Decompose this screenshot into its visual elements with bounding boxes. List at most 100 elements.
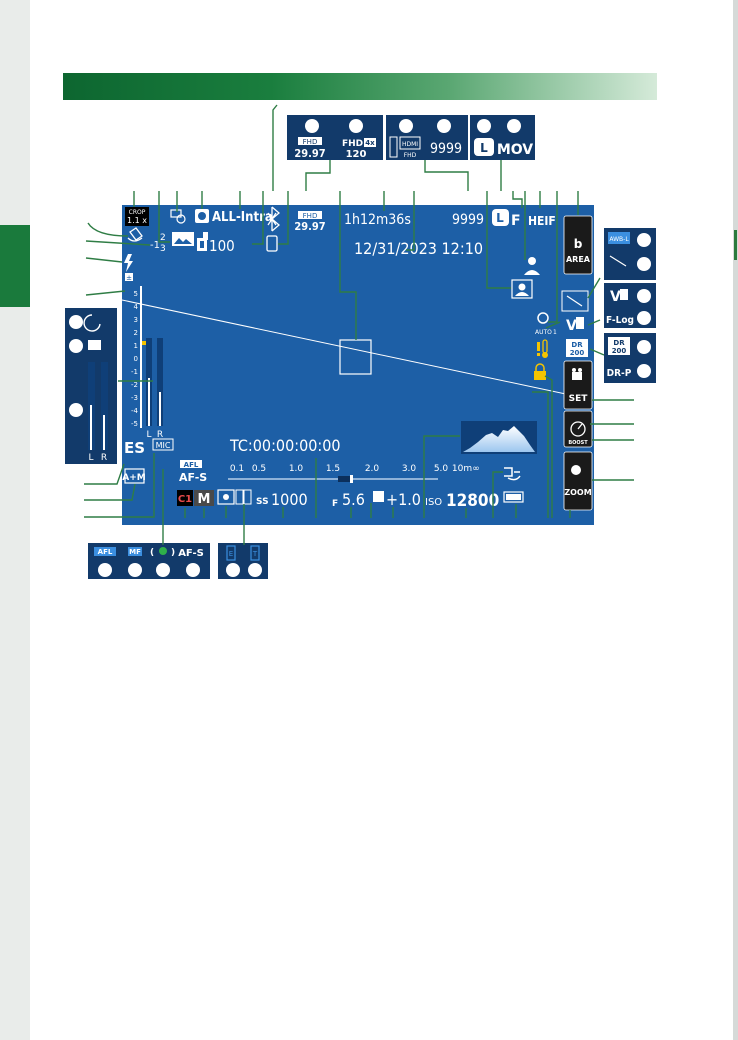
recording-time: 1h12m36s (344, 212, 411, 228)
histogram (461, 421, 537, 454)
aperture-value: F 5.6 (332, 490, 365, 509)
area-button[interactable]: b AREA (563, 215, 593, 275)
exposure-marker (142, 341, 148, 345)
hs-x: 4x (365, 139, 375, 147)
afl-label: AFL (184, 461, 199, 469)
exposure-scale-label: -5 (131, 420, 138, 428)
shutter-speed: SS 1000 (256, 490, 308, 509)
exposure-scale-label: 2 (134, 329, 138, 337)
area-label: AREA (566, 255, 591, 264)
callout-lines (84, 104, 634, 545)
exposure-scale-label: -2 (131, 381, 138, 389)
aperture-icon (195, 209, 209, 223)
f-label: F (332, 499, 338, 509)
audio-level-meter: L R (146, 338, 163, 440)
dr-detail-label: DR (613, 339, 625, 347)
bluetooth-icon (267, 206, 280, 232)
portrait-icon (511, 257, 540, 299)
landscape-scene-icon (172, 232, 194, 246)
auto-fan-icon: AUTO 1 (535, 312, 557, 336)
left-meter-r: R (101, 453, 107, 463)
el-label: E (229, 550, 233, 558)
size-l: L (480, 141, 488, 155)
distance-label: 2.0 (365, 464, 380, 474)
mic-label: MIC (156, 441, 171, 450)
wb-indicator (561, 290, 589, 312)
flash-icon (124, 254, 133, 272)
exposure-scale-label: -3 (131, 394, 138, 402)
distance-label: 0.5 (252, 464, 266, 474)
zoom-button[interactable]: ZOOM (563, 451, 593, 511)
afl-indicator: AFL AF-S (179, 460, 207, 484)
face-detect-icon (170, 209, 186, 224)
focus-position-indicator (350, 475, 353, 483)
am-indicator: A+M (122, 468, 146, 484)
left-meter-l: L (88, 453, 93, 463)
vlog-indicator: V (566, 317, 584, 334)
electronic-shutter-label: ES (124, 439, 145, 457)
distance-label: 1.5 (326, 464, 340, 474)
battery-drain-icon (504, 467, 521, 481)
image-size-indicator: L (492, 209, 509, 226)
mode-m-badge: M (194, 490, 214, 507)
af-count: 100 (209, 237, 235, 255)
distance-label: 0.1 (230, 464, 244, 474)
smartphone-icon (266, 235, 278, 252)
vlog-detail-box: V F-Log (604, 283, 656, 328)
fhd-fr: 29.97 (294, 147, 325, 160)
metering-icon (217, 489, 235, 505)
shots-remaining: 9999 (452, 212, 484, 228)
hdmi-label: HDMI (402, 141, 418, 148)
boost-button[interactable]: BOOST (563, 410, 593, 448)
c1-label: C1 (178, 494, 192, 505)
afs-detail-label: AF-S (178, 548, 204, 559)
drp-label: DR-P (607, 368, 632, 379)
fhd-framerate-box: FHD 29.97 FHD 4x 120 (287, 115, 383, 160)
heif-label: HEIF (528, 214, 556, 228)
boost-label: BOOST (568, 440, 588, 446)
crop-indicator: CROP 1.1 x (125, 207, 149, 226)
date-time: 12/31/2023 12:10 (354, 239, 483, 258)
meter-r: R (157, 430, 163, 440)
dr-num: 200 (570, 349, 585, 357)
distance-label: 10m (452, 464, 472, 474)
iso-label: ISO (425, 497, 442, 508)
exposure-scale-label: 1 (134, 342, 138, 350)
exposure-scale: ± (125, 273, 142, 428)
focus-range-indicator (338, 476, 352, 482)
fhd-screen-fr: 29.97 (294, 220, 325, 233)
ibis-icon (127, 227, 143, 242)
metering-bracket-l: ( (150, 548, 154, 558)
battery-icon (503, 491, 524, 503)
dr-detail-num: 200 (612, 347, 627, 355)
exposure-scale-label: -4 (131, 407, 139, 415)
am-label: A+M (122, 473, 146, 483)
wb-detail-box: AWB-L (604, 228, 656, 280)
vlog-v: V (566, 318, 577, 334)
flog-label: F-Log (606, 315, 634, 326)
fhd-label: FHD (303, 138, 318, 146)
set-button[interactable]: SET (563, 360, 593, 410)
hdmi-fhd: FHD (404, 152, 417, 159)
auto-num: 1 (553, 329, 557, 336)
exposure-scale-label: 4 (134, 303, 139, 311)
area-icon: b (574, 237, 583, 251)
exposure-scale-label: -1 (131, 368, 138, 376)
distance-label: 3.0 (402, 464, 417, 474)
screen-size-l: L (496, 211, 504, 225)
lock-icon (534, 363, 546, 380)
horizon-line (121, 299, 595, 401)
iso-number: 12800 (446, 491, 499, 511)
fhd-hs-label: FHD (342, 139, 363, 149)
chapter-tab (0, 225, 30, 307)
exposure-scale-icon: ± (126, 274, 132, 282)
ev-value: +1.0 (386, 490, 421, 509)
page-edge (733, 0, 738, 1040)
mic-indicator: MIC (152, 438, 174, 451)
metering-bracket-r: ) (171, 548, 175, 558)
dr-detail-box: DR 200 DR-P (604, 333, 656, 383)
af-mode-detail-box: AFL MF ( ) AF-S (88, 543, 210, 579)
frac-den: 3 (160, 244, 166, 254)
